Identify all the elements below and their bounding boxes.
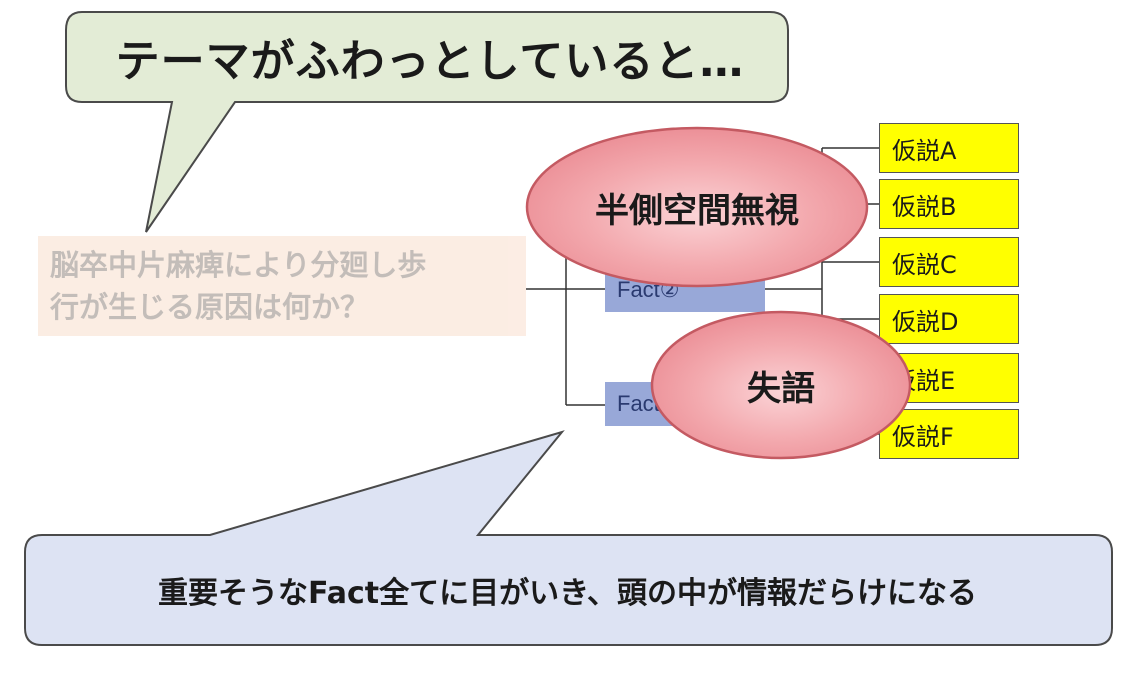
hypothesis-box-b: 仮説B bbox=[879, 179, 1019, 229]
hypothesis-box-c: 仮説C bbox=[879, 237, 1019, 287]
top-speech-text: テーマがふわっとしていると… bbox=[115, 36, 745, 87]
top-speech-bubble bbox=[65, 11, 789, 233]
aphasia-label: 失語 bbox=[747, 368, 815, 409]
bottom-speech-bubble bbox=[24, 430, 1113, 646]
hypothesis-box-a: 仮説A bbox=[879, 123, 1019, 173]
bottom-speech-text: 重要そうなFact全てに目がいき、頭の中が情報だらけになる bbox=[157, 576, 977, 611]
question-box: 脳卒中片麻痺により分廻し歩 行が生じる原因は何か？ bbox=[38, 236, 526, 336]
fact-box-2: Fact② bbox=[605, 268, 765, 312]
hypothesis-box-d: 仮説D bbox=[879, 294, 1019, 344]
question-line-2: 行が生じる原因は何か？ bbox=[50, 290, 370, 324]
neglect-label: 半側空間無視 bbox=[595, 190, 799, 231]
question-line-1: 脳卒中片麻痺により分廻し歩 bbox=[50, 248, 427, 282]
